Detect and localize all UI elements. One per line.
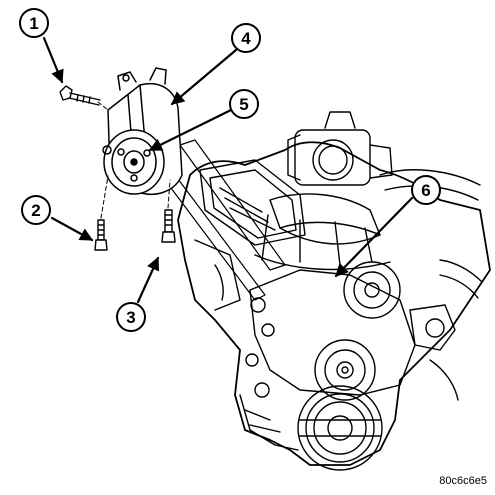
callout-4-label: 4 — [241, 29, 251, 48]
callout-1-label: 1 — [29, 14, 38, 33]
callout-3-label: 3 — [126, 308, 135, 327]
callout-2-label: 2 — [31, 201, 40, 220]
ac-compressor — [102, 67, 183, 196]
figure-code: 80c6c6e5 — [439, 475, 487, 487]
callout-5-label: 5 — [239, 95, 248, 114]
bolt-3 — [161, 209, 176, 243]
bolt-1 — [59, 85, 101, 106]
callout-6: 6 — [411, 175, 441, 205]
leader-arrows — [42, 36, 414, 304]
callout-4: 4 — [231, 23, 261, 53]
alignment-lines — [97, 101, 171, 219]
callout-6-label: 6 — [421, 181, 430, 200]
bolt-2 — [94, 219, 108, 251]
callout-1: 1 — [19, 8, 49, 38]
callout-5: 5 — [229, 89, 259, 119]
callout-2: 2 — [21, 195, 51, 225]
engine-block — [164, 111, 491, 471]
callout-3: 3 — [116, 302, 146, 332]
